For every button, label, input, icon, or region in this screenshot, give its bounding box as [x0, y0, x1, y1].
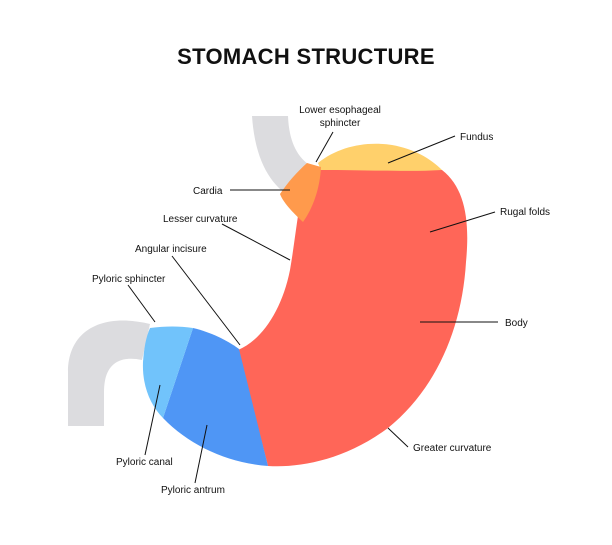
lesser-curvature-label: Lesser curvature: [163, 214, 238, 225]
lesser-curvature-leader: [221, 223, 291, 261]
angular-incisure-leader: [171, 255, 241, 346]
les-label-line1: Lower esophageal: [299, 105, 381, 116]
pyloric-sphincter-leader: [127, 284, 156, 323]
diagram-title: STOMACH STRUCTURE: [177, 44, 435, 69]
cardia-label: Cardia: [193, 186, 223, 197]
rugal-folds-leader: [429, 211, 496, 233]
greater-curvature-label: Greater curvature: [413, 443, 492, 454]
rugal-folds-label: Rugal folds: [500, 207, 550, 218]
pyloric-sphincter-label: Pyloric sphincter: [92, 274, 166, 285]
pyloric-antrum-leader: [194, 424, 208, 484]
duodenum: [68, 320, 150, 426]
les-leader: [315, 131, 334, 163]
angular-incisure-label: Angular incisure: [135, 244, 207, 255]
fundus-label: Fundus: [460, 132, 493, 143]
pyloric-canal-leader: [144, 384, 161, 456]
pyloric-canal-label: Pyloric canal: [116, 457, 173, 468]
body-label: Body: [505, 318, 528, 329]
cardia-region: [280, 163, 321, 222]
fundus-leader: [387, 135, 456, 164]
antrum-region: [163, 328, 268, 466]
les-label-line2: sphincter: [320, 118, 361, 129]
fundus-region: [318, 143, 442, 171]
greater-curvature-leader: [387, 427, 409, 448]
pyloric-canal-region: [142, 326, 193, 418]
stomach-body: [238, 169, 468, 467]
pyloric-antrum-label: Pyloric antrum: [161, 485, 225, 496]
